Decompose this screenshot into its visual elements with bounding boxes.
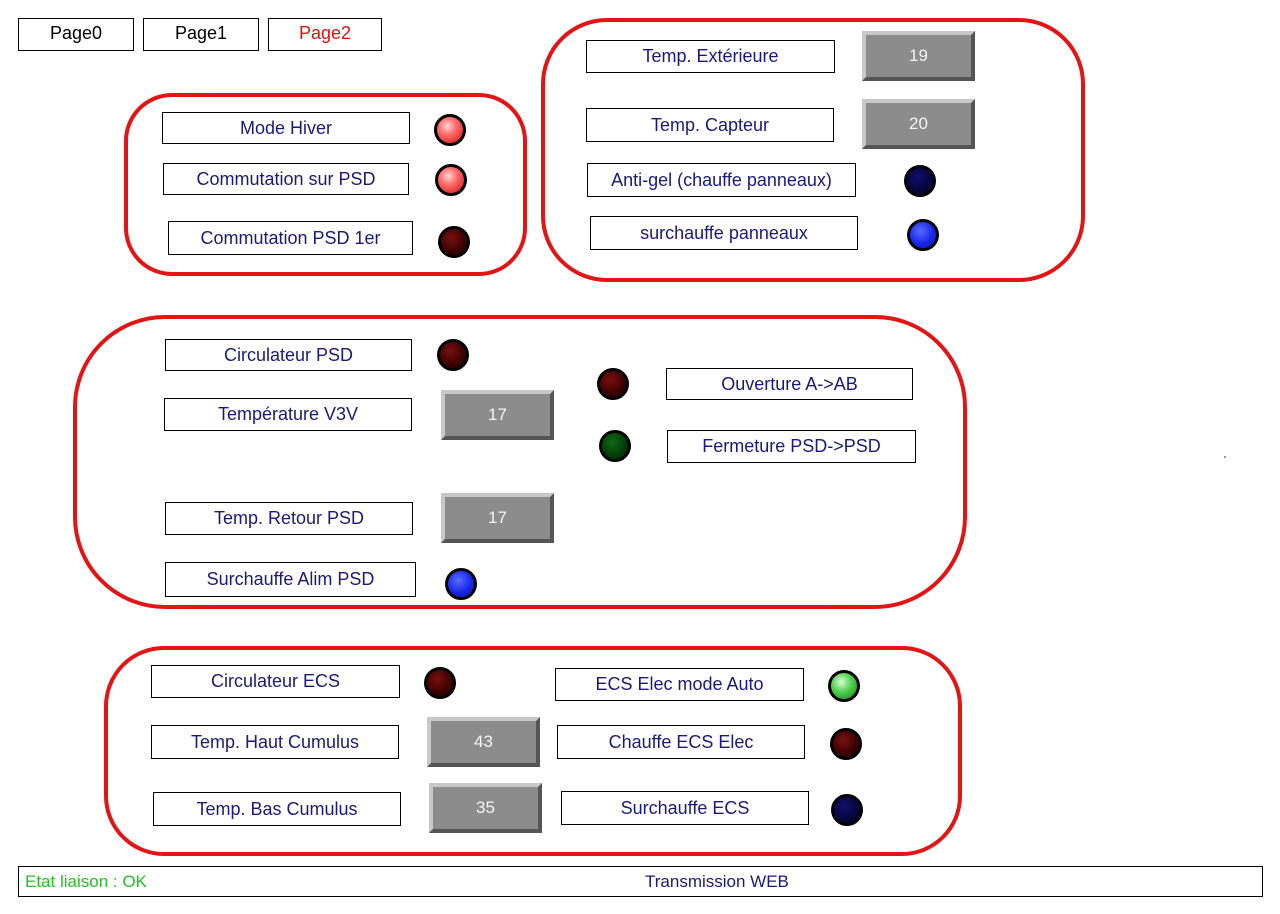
- label-temp-bas-cumulus: Temp. Bas Cumulus: [153, 792, 401, 826]
- stray-pixel: [1224, 456, 1226, 458]
- group-mode-frame: [124, 93, 527, 276]
- value-temperature-v3v: 17: [441, 390, 554, 440]
- indicator-circulateur-psd: [437, 339, 469, 371]
- value-temp-bas-cumulus: 35: [429, 783, 542, 833]
- status-etat-liaison: Etat liaison : OK: [25, 872, 147, 891]
- indicator-fermeture: [599, 430, 631, 462]
- indicator-chauffe-ecs-elec: [830, 728, 862, 760]
- status-transmission: Transmission WEB: [645, 872, 789, 891]
- label-circulateur-ecs: Circulateur ECS: [151, 665, 400, 698]
- value-temp-haut-cumulus: 43: [427, 717, 540, 767]
- label-temperature-v3v: Température V3V: [164, 398, 412, 431]
- group-psd-frame: [73, 315, 967, 609]
- label-surchauffe-ecs: Surchauffe ECS: [561, 791, 809, 825]
- value-temp-capteur: 20: [862, 99, 975, 149]
- tab-page1[interactable]: Page1: [143, 18, 259, 51]
- label-ouverture: Ouverture A->AB: [666, 368, 913, 400]
- indicator-anti-gel: [904, 165, 936, 197]
- label-surchauffe-panneaux: surchauffe panneaux: [590, 216, 858, 250]
- label-mode-hiver: Mode Hiver: [162, 112, 410, 144]
- label-commutation-sur-psd: Commutation sur PSD: [163, 163, 409, 195]
- label-temp-retour-psd: Temp. Retour PSD: [165, 502, 413, 535]
- indicator-ecs-elec-mode-auto: [828, 670, 860, 702]
- label-temp-capteur: Temp. Capteur: [586, 108, 834, 142]
- label-chauffe-ecs-elec: Chauffe ECS Elec: [557, 725, 805, 759]
- value-temp-retour-psd: 17: [441, 493, 554, 543]
- indicator-commutation-sur-psd: [435, 164, 467, 196]
- indicator-surchauffe-panneaux: [907, 219, 939, 251]
- label-commutation-psd-1er: Commutation PSD 1er: [168, 221, 413, 255]
- label-surchauffe-alim-psd: Surchauffe Alim PSD: [165, 562, 416, 597]
- indicator-mode-hiver: [434, 114, 466, 146]
- status-bar: Etat liaison : OK Transmission WEB: [18, 866, 1263, 897]
- indicator-circulateur-ecs: [424, 667, 456, 699]
- value-temp-exterieure: 19: [862, 31, 975, 81]
- label-fermeture: Fermeture PSD->PSD: [667, 430, 916, 463]
- label-circulateur-psd: Circulateur PSD: [165, 339, 412, 371]
- label-temp-haut-cumulus: Temp. Haut Cumulus: [151, 725, 399, 759]
- group-ecs-frame: [104, 646, 962, 856]
- label-ecs-elec-mode-auto: ECS Elec mode Auto: [555, 668, 804, 701]
- indicator-surchauffe-ecs: [831, 794, 863, 826]
- label-anti-gel: Anti-gel (chauffe panneaux): [587, 163, 856, 197]
- tab-page2[interactable]: Page2: [268, 18, 382, 51]
- group-panels-frame: [541, 18, 1085, 282]
- label-temp-exterieure: Temp. Extérieure: [586, 40, 835, 73]
- tab-page0[interactable]: Page0: [18, 18, 134, 51]
- indicator-ouverture: [597, 368, 629, 400]
- indicator-commutation-psd-1er: [438, 226, 470, 258]
- indicator-surchauffe-alim-psd: [445, 568, 477, 600]
